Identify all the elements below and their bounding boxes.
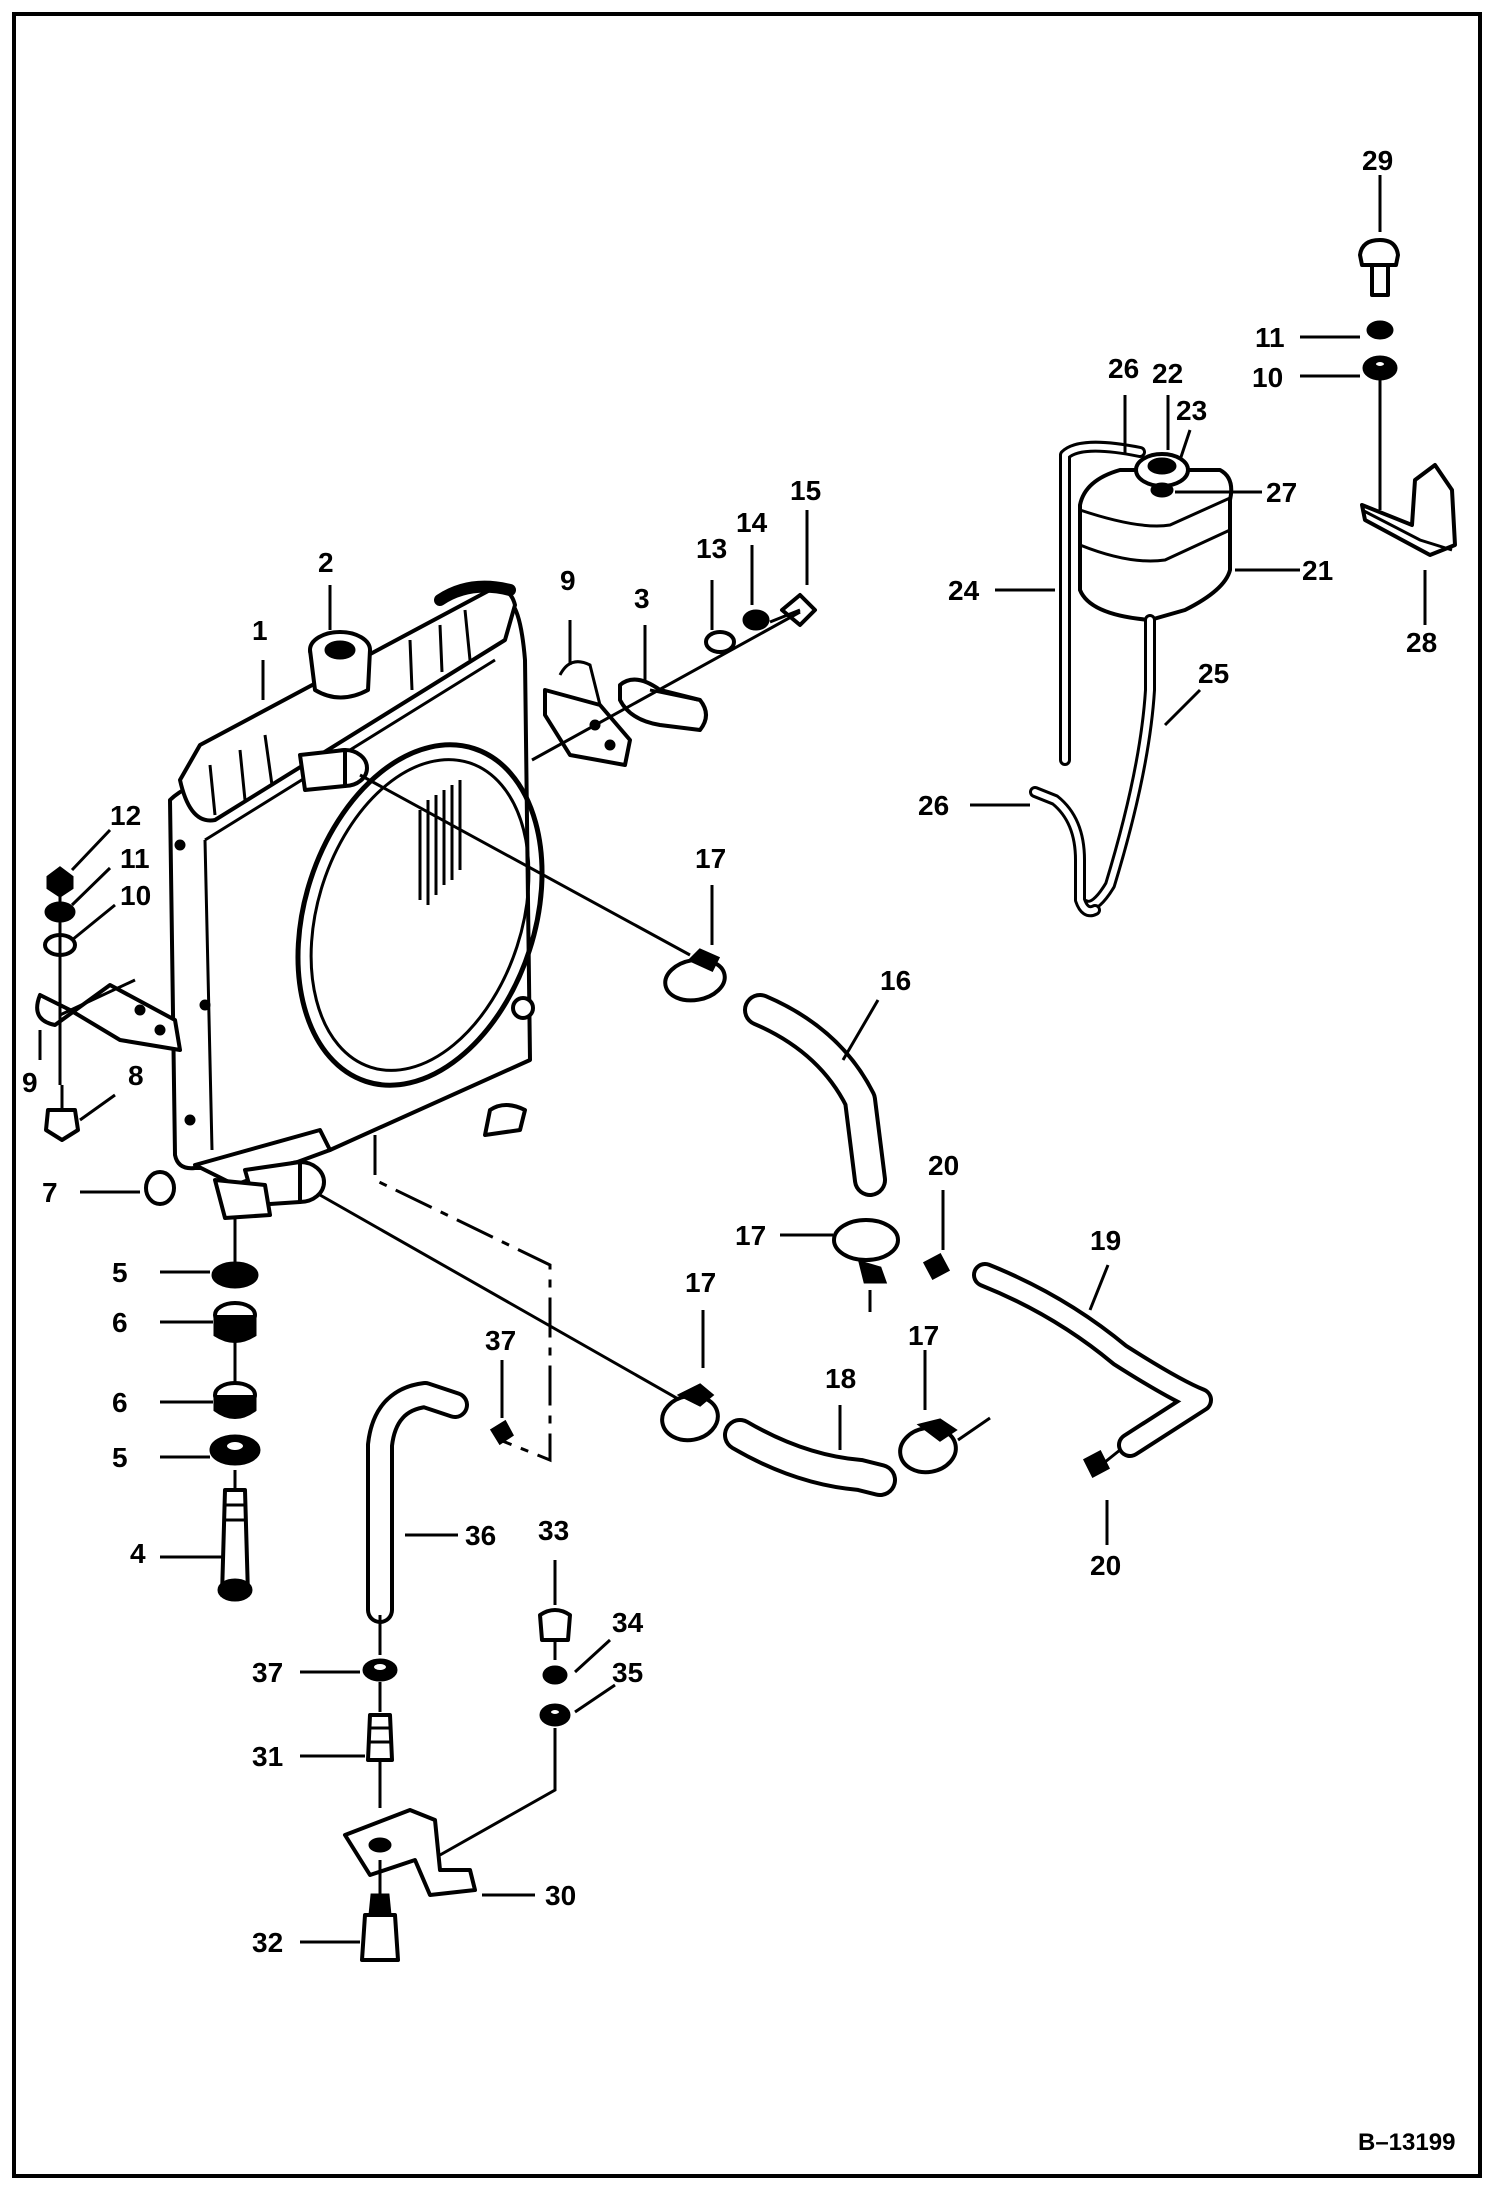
figure-reference: B–13199 xyxy=(1358,2129,1455,2156)
callout-8: 8 xyxy=(128,1060,144,1091)
callout-5-upper: 5 xyxy=(112,1257,128,1288)
callout-26-upper: 26 xyxy=(1108,353,1139,384)
left-mount-group xyxy=(35,866,261,1602)
callout-17-lower-left: 17 xyxy=(685,1267,716,1298)
callout-16: 16 xyxy=(880,965,911,996)
callout-29: 29 xyxy=(1362,145,1393,176)
upper-hose-group xyxy=(359,773,900,1312)
callout-20-lower: 20 xyxy=(1090,1550,1121,1581)
callout-6-lower: 6 xyxy=(112,1387,128,1418)
callout-5-lower: 5 xyxy=(112,1442,128,1473)
callout-26-lower: 26 xyxy=(918,790,949,821)
callout-15: 15 xyxy=(790,475,821,506)
callout-17-middle: 17 xyxy=(735,1220,766,1251)
callout-36: 36 xyxy=(465,1520,496,1551)
fan-shroud xyxy=(295,742,545,1137)
upper-bracket-group xyxy=(531,593,817,767)
callout-22: 22 xyxy=(1152,358,1183,389)
bypass-hose-group xyxy=(922,1252,1213,1479)
callout-4: 4 xyxy=(130,1538,146,1569)
callout-17-upper: 17 xyxy=(695,843,726,874)
callout-7: 7 xyxy=(42,1177,58,1208)
callout-28: 28 xyxy=(1406,627,1437,658)
callout-23: 23 xyxy=(1176,395,1207,426)
callout-19: 19 xyxy=(1090,1225,1121,1256)
callout-37-lower: 37 xyxy=(252,1657,283,1688)
callout-17-lower-right: 17 xyxy=(908,1320,939,1351)
callout-13: 13 xyxy=(696,533,727,564)
callout-37-upper: 37 xyxy=(485,1325,516,1356)
callout-14: 14 xyxy=(736,507,768,538)
callout-21: 21 xyxy=(1302,555,1333,586)
callout-11-right: 11 xyxy=(1255,322,1285,353)
callout-9-left: 9 xyxy=(22,1067,38,1098)
leader-lines xyxy=(38,175,1427,1944)
callout-20-upper: 20 xyxy=(928,1150,959,1181)
callout-9-upper: 9 xyxy=(560,565,576,596)
callout-12: 12 xyxy=(110,800,141,831)
lower-hose-group xyxy=(319,1193,991,1497)
callout-6-upper: 6 xyxy=(112,1307,128,1338)
callout-25: 25 xyxy=(1198,658,1229,689)
callout-30: 30 xyxy=(545,1880,576,1911)
callout-11-left: 11 xyxy=(120,843,150,874)
drain-group xyxy=(343,1135,572,1962)
callout-24: 24 xyxy=(948,575,980,606)
callout-31: 31 xyxy=(252,1741,283,1772)
callout-35: 35 xyxy=(612,1657,643,1688)
callout-1: 1 xyxy=(252,615,268,646)
callout-labels: 1 2 3 4 5 5 6 6 7 8 9 9 10 10 11 11 12 1… xyxy=(22,145,1455,2156)
callout-32: 32 xyxy=(252,1927,283,1958)
diagram-border xyxy=(12,12,1482,2178)
callout-2: 2 xyxy=(318,547,334,578)
radiator xyxy=(168,580,532,1220)
callout-10-right: 10 xyxy=(1252,362,1283,393)
callout-18: 18 xyxy=(825,1363,856,1394)
callout-27: 27 xyxy=(1266,477,1297,508)
callout-10-left: 10 xyxy=(120,880,151,911)
callout-34: 34 xyxy=(612,1607,644,1638)
callout-3: 3 xyxy=(634,583,650,614)
coolant-reservoir-group xyxy=(1029,238,1457,918)
callout-33: 33 xyxy=(538,1515,569,1546)
